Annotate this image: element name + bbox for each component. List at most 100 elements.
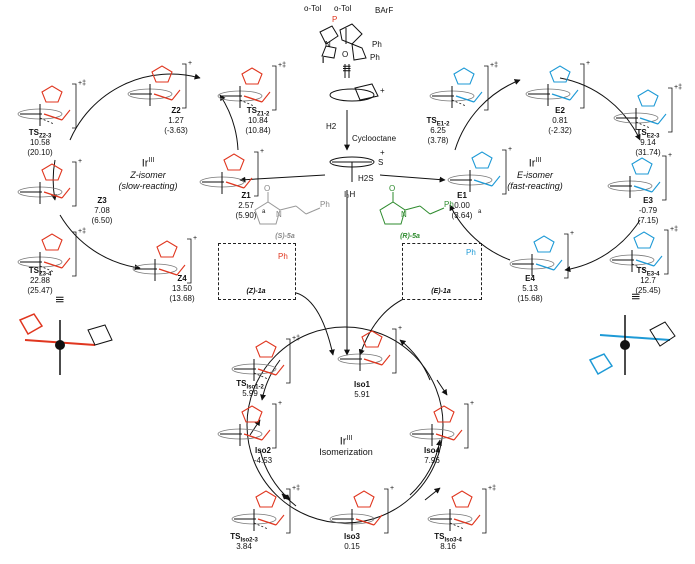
iso-cycle-title: IrIII <box>339 435 353 448</box>
e4-bracket <box>564 233 569 279</box>
z2-energy-alt: (-3.63) <box>164 126 188 135</box>
ts-z3-4-bracket <box>72 231 77 277</box>
iso4-label: Iso4 <box>424 446 440 455</box>
ts-z2-3-name: TS <box>28 128 39 137</box>
z1-structure <box>199 153 253 194</box>
dihydride-label: I₀H <box>344 190 356 199</box>
z-substrate-box <box>218 243 296 300</box>
iso4-bracket <box>464 403 469 449</box>
catalyst-structure <box>319 23 367 61</box>
dihydride-h2s: H2S <box>358 174 374 183</box>
ts-z3-4-subscript: Z3-4 <box>38 271 52 278</box>
iso2-name: Iso2 <box>254 446 272 455</box>
z1-energy: 2.57 <box>238 201 254 210</box>
e-cycle-arc-top <box>454 79 521 151</box>
iso2-structure <box>217 405 271 446</box>
ts-z3-4-energy-alt: (25.47) <box>27 286 53 295</box>
catalyst-label-i: I <box>322 56 325 65</box>
iso1-charge: + <box>398 325 403 332</box>
ts-z2-3-energy: 10.58 <box>29 138 51 147</box>
z1-label: Z1 <box>241 191 250 200</box>
e1-footnote: a <box>478 209 482 215</box>
e2-name: E2 <box>555 106 565 115</box>
iso3-name: Iso3 <box>343 532 361 541</box>
s-product-structure <box>254 192 321 225</box>
ts-z2-3-label: TSZ2-3 <box>29 128 52 142</box>
z4-structure <box>132 240 186 281</box>
s-product-ring-n: N <box>276 210 282 219</box>
z-cycle-subtitle-2: (slow-reacting) <box>118 181 178 191</box>
e4-name: E4 <box>525 274 535 283</box>
ts-iso1-2-subscript: Iso1-2 <box>246 384 264 391</box>
z1-name: Z1 <box>241 191 251 200</box>
ts-iso3-4-bracket <box>482 488 487 534</box>
z3-bracket <box>72 161 77 207</box>
ts-iso2-3-energy: 3.84 <box>236 542 252 551</box>
ts-iso2-3-label: TSIso2-3 <box>230 532 258 546</box>
e-cycle-subtitle-1: E-isomer <box>516 170 554 180</box>
ts-e3-4-bracket <box>664 229 669 275</box>
iso3-label: Iso3 <box>344 532 360 541</box>
e1-label: E1 <box>457 191 467 200</box>
e1-charge: + <box>508 146 513 153</box>
cycle-arrows <box>51 73 641 524</box>
ts-e1-2-charge: +‡ <box>490 62 498 69</box>
e1-energy: 0.00 <box>454 201 470 210</box>
ts-iso3-4-subscript: Iso3-4 <box>444 537 462 544</box>
z1-energy-alt: (5.90) <box>235 211 257 220</box>
e1-name: E1 <box>457 191 467 200</box>
z-cycle-arc-right <box>219 94 239 151</box>
r-product-ph: Ph <box>444 200 454 209</box>
e3-energy: -0.79 <box>638 206 658 215</box>
ts-iso3-4-label: TSIso3-4 <box>434 532 462 546</box>
catalyst-label-otol-2: o-Tol <box>334 4 352 13</box>
iso2-bracket <box>272 403 277 449</box>
r-product-ring-o: O <box>389 184 396 193</box>
ts-e2-3-bracket <box>668 87 673 133</box>
e2-label: E2 <box>555 106 565 115</box>
e-substrate-box <box>402 243 482 300</box>
ts-z3-4-structure <box>17 233 71 274</box>
z-cycle-arc-top <box>69 73 201 141</box>
ts-iso1-2-energy: 5.99 <box>242 389 258 398</box>
ts-iso3-4-name: TS <box>434 532 445 541</box>
ts-e1-2-subscript: E1-2 <box>436 121 450 128</box>
catalyst-label-otol-1: o-Tol <box>304 4 322 13</box>
e4-energy-alt: (15.68) <box>517 294 543 303</box>
z4-name: Z4 <box>177 274 187 283</box>
r-product-ring-n: N <box>401 210 407 219</box>
iso4-charge: + <box>470 400 475 407</box>
e1-bracket <box>502 149 507 195</box>
ts-e1-2-structure <box>429 67 483 108</box>
cod-complex-structure <box>329 83 379 102</box>
ts-iso2-3-name: TS <box>230 532 241 541</box>
ts-iso1-2-charge: +‡ <box>292 335 300 342</box>
z2-charge: + <box>188 60 193 67</box>
e3-name: E3 <box>643 196 653 205</box>
e1-structure <box>447 151 501 192</box>
e2-structure <box>525 65 579 106</box>
e4-structure <box>509 235 563 276</box>
ts-e3-4-charge: +‡ <box>670 226 678 233</box>
iso1-name: Iso1 <box>353 380 371 389</box>
iso1-energy: 5.91 <box>354 390 370 399</box>
iso3-structure <box>329 490 383 531</box>
ts-z3-4-label: TSZ3-4 <box>29 266 52 280</box>
catalyst-label-o: O <box>342 50 349 59</box>
ts-e1-2-label: TSE1-2 <box>427 116 450 130</box>
e-cycle-arc-bottom <box>564 219 641 273</box>
catalyst-label-barf: BArF <box>375 6 394 15</box>
s-product-ph: Ph <box>320 200 330 209</box>
ts-z2-3-structure <box>17 85 71 126</box>
iso2-label: Iso2 <box>255 446 271 455</box>
e2-bracket <box>580 63 585 109</box>
ts-e3-4-energy-alt: (25.45) <box>635 286 661 295</box>
ts-e3-4-label: TSE3-4 <box>637 266 660 280</box>
e3-label: E3 <box>643 196 653 205</box>
z4-energy: 13.50 <box>171 284 193 293</box>
z4-label: Z4 <box>177 274 186 283</box>
z2-energy: 1.27 <box>168 116 184 125</box>
e-cycle-subtitle-2: (fast-reacting) <box>507 181 563 191</box>
z-cycle-title: IrIII <box>141 157 155 170</box>
